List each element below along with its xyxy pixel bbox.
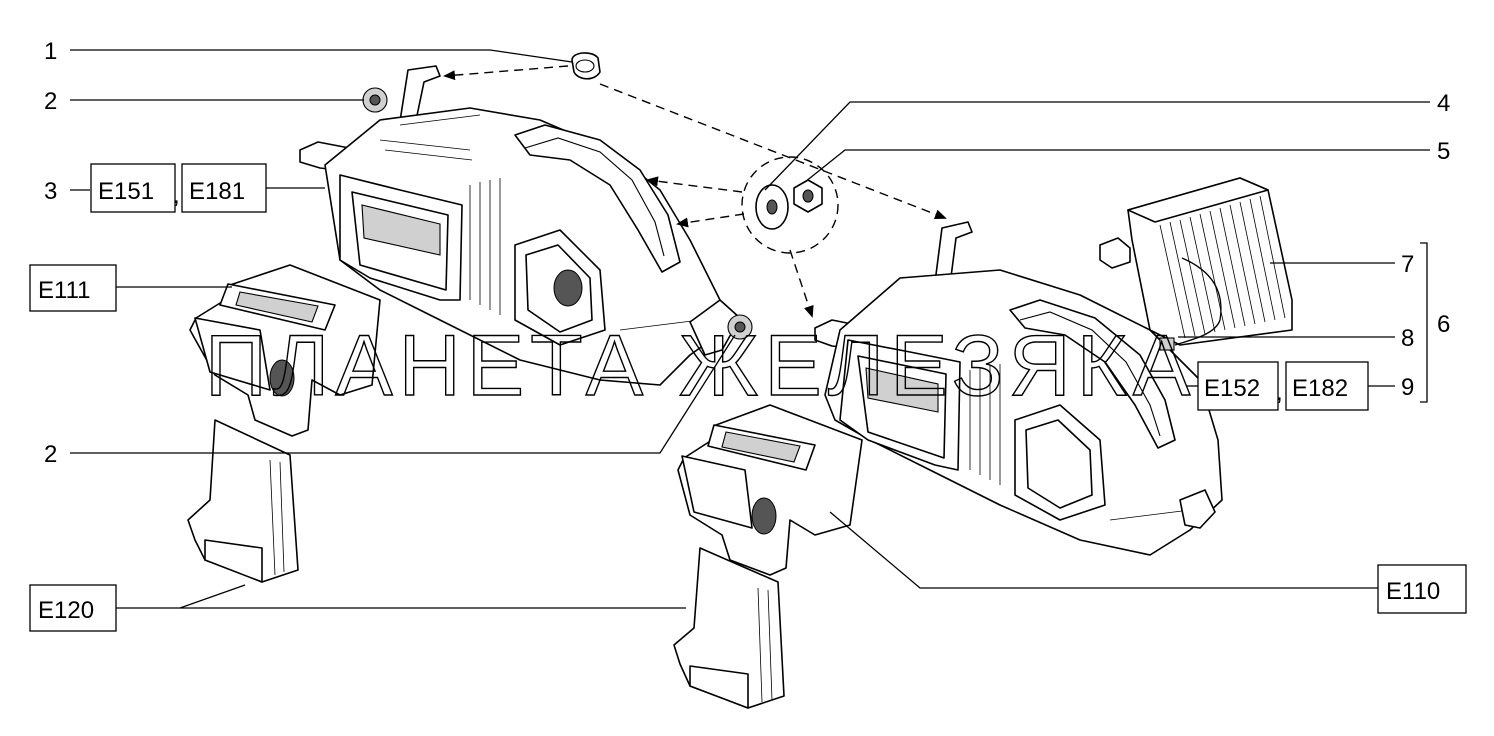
ref-e151: E151 [98, 178, 154, 205]
ref-e110: E110 [1386, 578, 1440, 605]
callout-2-top: 2 [44, 88, 57, 115]
duct-e120-left [187, 419, 299, 583]
clamp-part-1 [571, 52, 601, 80]
ref-comma-1: , [173, 182, 180, 209]
ref-e152: E152 [1204, 375, 1260, 402]
zoom-circle [741, 156, 839, 254]
callout-1: 1 [44, 38, 57, 65]
callout-8: 8 [1401, 325, 1414, 352]
ref-e111: E111 [38, 277, 91, 304]
nut-part-5 [793, 179, 823, 213]
callout-7: 7 [1401, 251, 1414, 278]
ref-e120: E120 [38, 597, 94, 624]
callout-5: 5 [1437, 138, 1450, 165]
callout-6: 6 [1437, 311, 1450, 338]
ref-comma-2: , [1276, 379, 1283, 406]
washer-part-4 [755, 184, 789, 230]
assembly-arrows [443, 65, 947, 318]
reference-boxes: E151 , E181 E111 E120 E152 , E182 E110 [29, 163, 1467, 632]
callout-4: 4 [1437, 90, 1450, 117]
evaporator-part-7 [1099, 177, 1293, 346]
callout-2-bottom: 2 [44, 441, 57, 468]
duct-e111-left [189, 264, 381, 437]
watermark-text: ПЛАНЕТА ЖЕЛЕЗЯКА [205, 318, 1196, 414]
leader-lines [70, 49, 1430, 609]
right-heater-assembly [814, 221, 1223, 556]
ref-e182: E182 [1292, 375, 1348, 402]
nut-part-2-bottom [727, 314, 753, 340]
left-heater-assembly [299, 65, 741, 386]
duct-e120-right [673, 547, 785, 709]
nut-part-2-top [362, 87, 388, 113]
callout-9: 9 [1401, 374, 1414, 401]
callout-numbers: 1 2 3 2 4 5 6 7 8 9 [44, 38, 1450, 468]
callout-3: 3 [44, 178, 57, 205]
ref-e181: E181 [189, 178, 245, 205]
duct-e110-right [677, 404, 863, 576]
sensor-part-8 [1159, 257, 1222, 351]
